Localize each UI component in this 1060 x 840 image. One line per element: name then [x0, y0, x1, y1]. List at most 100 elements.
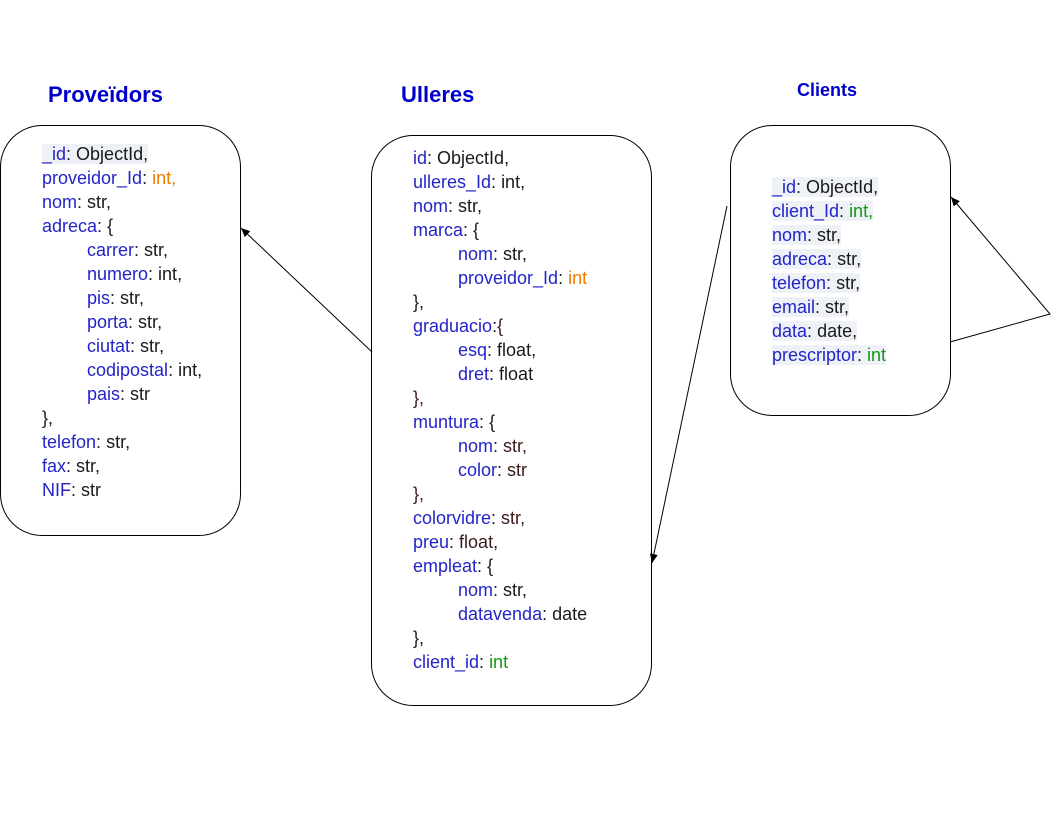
field-type: }, [413, 388, 425, 408]
field-text: colorvidre: str, [413, 508, 525, 528]
field-end: , [520, 172, 526, 192]
field-line: carrer: str, [42, 238, 202, 262]
field-separator: : [66, 456, 77, 476]
field-text: adreca: { [42, 216, 113, 236]
field-line: telefon: str, [42, 430, 202, 454]
field-separator: : [448, 196, 459, 216]
ulleres-title: Ulleres [401, 82, 475, 107]
field-end: , [95, 456, 101, 476]
field-text: _id: ObjectId, [42, 144, 149, 164]
field-end: , [522, 244, 528, 264]
field-text: carrer: str, [87, 240, 168, 260]
field-text: client_Id: int, [772, 201, 874, 221]
field-text: data: date, [772, 321, 858, 341]
field-type: }, [42, 408, 54, 428]
field-end: , [106, 192, 112, 212]
field-separator: : [827, 249, 838, 269]
field-line: proveidor_Id: int [413, 266, 587, 290]
field-separator: : [491, 172, 502, 192]
field-line: preu: float, [413, 530, 587, 554]
field-separator: : [96, 432, 107, 452]
field-line: nom: str, [42, 190, 202, 214]
field-text: proveidor_Id: int, [42, 168, 176, 188]
field-separator: : [142, 168, 153, 188]
field-key: ciutat [87, 336, 131, 356]
field-separator: : [427, 148, 438, 168]
field-key: porta [87, 312, 129, 332]
field-key: proveidor_Id [42, 168, 143, 188]
field-separator: : [479, 652, 490, 672]
field-line: ulleres_Id: int, [413, 170, 587, 194]
field-type: int [489, 652, 509, 672]
field-text: _id: ObjectId, [772, 177, 879, 197]
field-type: float [459, 532, 494, 552]
field-type: date [817, 321, 853, 341]
field-type: int [152, 168, 172, 188]
arrow-ulleres-to-proveidors[interactable] [240, 227, 373, 353]
field-line: datavenda: date [413, 602, 587, 626]
clients-collection-box[interactable]: _id: ObjectId,client_Id: int,nom: str,ad… [730, 125, 951, 416]
clients-title: Clients [797, 80, 858, 100]
field-text: }, [413, 628, 424, 648]
field-key: nom [458, 244, 494, 264]
field-separator: : [449, 532, 460, 552]
field-key: codipostal [87, 360, 169, 380]
field-separator: : [796, 177, 807, 197]
field-key: data [772, 321, 808, 341]
field-end: , [143, 144, 149, 164]
field-line: NIF: str [42, 478, 202, 502]
field-type: str [501, 508, 521, 528]
field-separator: : [77, 192, 88, 212]
field-type: date [552, 604, 588, 624]
field-separator: : [491, 508, 502, 528]
field-line: data: date, [772, 319, 886, 343]
arrow-clients-self-reference[interactable] [949, 196, 1051, 343]
proveidors-collection-box[interactable]: _id: ObjectId,proveidor_Id: int,nom: str… [0, 125, 241, 536]
field-type: { [107, 216, 114, 236]
field-separator: : [815, 297, 826, 317]
field-line: id: ObjectId, [413, 146, 587, 170]
field-type: str [130, 384, 151, 404]
arrow-ulleres-to-clients[interactable] [649, 205, 728, 564]
field-line: }, [42, 406, 202, 430]
field-text: }, [413, 388, 424, 408]
field-separator: : [839, 201, 850, 221]
ulleres-collection-box[interactable]: id: ObjectId,ulleres_Id: int, nom: str, ma… [371, 135, 652, 706]
field-text: proveidor_Id: int [458, 268, 587, 288]
field-line: muntura: { [413, 410, 587, 434]
field-key: adreca [772, 249, 828, 269]
field-type: }, [413, 292, 425, 312]
field-end: , [836, 225, 842, 245]
field-separator: : [493, 436, 504, 456]
field-line: graduacio:{ [413, 314, 587, 338]
field-separator: : [463, 220, 474, 240]
clients-field-list: _id: ObjectId,client_Id: int,nom: str,ad… [772, 175, 887, 367]
field-text: empleat: { [413, 556, 493, 576]
field-separator: : [477, 556, 488, 576]
field-line: _id: ObjectId, [42, 142, 202, 166]
field-key: telefon [42, 432, 97, 452]
field-key: marca [413, 220, 464, 240]
field-key: client_id [413, 652, 480, 672]
field-end: , [171, 168, 177, 188]
field-line: client_id: int [413, 650, 587, 674]
proveidors-field-list: _id: ObjectId,proveidor_Id: int,nom: str… [42, 142, 202, 502]
field-line: color: str [413, 458, 587, 482]
field-key: proveidor_Id [458, 268, 559, 288]
field-type: int [568, 268, 588, 288]
field-end: , [159, 336, 165, 356]
field-key: nom [413, 196, 449, 216]
field-line: esq: float, [413, 338, 587, 362]
field-text: ulleres_Id: int, [413, 172, 525, 192]
field-type: int [867, 345, 887, 365]
field-text: pis: str, [87, 288, 144, 308]
field-text: }, [413, 292, 424, 312]
field-text: ciutat: str, [87, 336, 164, 356]
field-line: }, [413, 626, 587, 650]
field-line: telefon: str, [772, 271, 886, 295]
field-end: , [157, 312, 163, 332]
field-key: _id [42, 144, 67, 164]
field-end: , [873, 177, 879, 197]
field-key: prescriptor [772, 345, 858, 365]
field-line: codipostal: int, [42, 358, 202, 382]
